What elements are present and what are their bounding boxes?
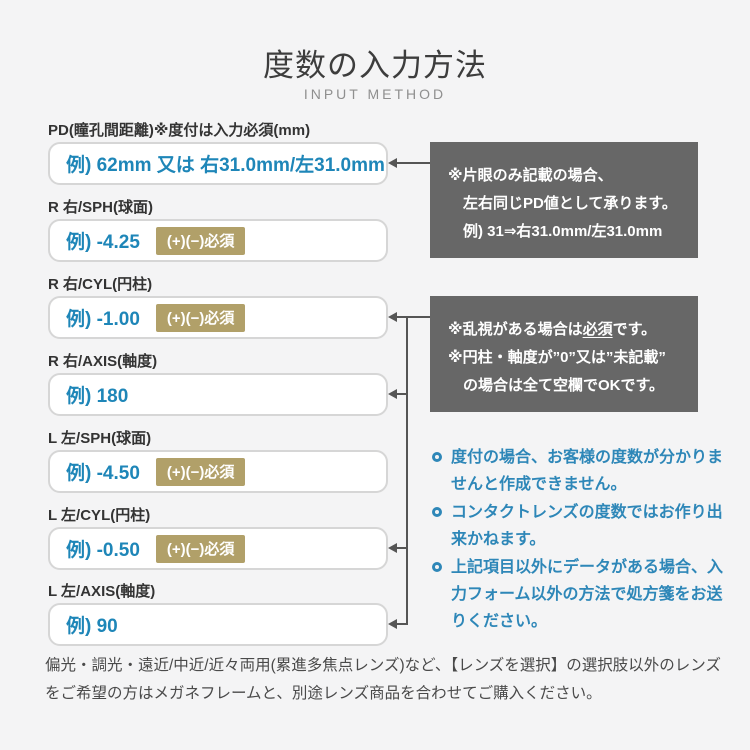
list-item: 上記項目以外にデータがある場合、入力フォーム以外の方法で処方箋をお送りください。 — [430, 554, 732, 635]
input-example-l-axis[interactable]: 例) 90 — [48, 603, 388, 646]
arrow-left-icon — [388, 312, 397, 322]
input-example-pd[interactable]: 例) 62mm 又は 右31.0mm/左31.0mm — [48, 142, 388, 185]
example-value: 例) 180 — [66, 386, 129, 407]
example-value: 例) -1.00 — [66, 309, 140, 330]
circle-bullet-icon — [432, 452, 442, 462]
input-example-l-sph[interactable]: 例) -4.50 (+)(−)必須 — [48, 450, 388, 493]
example-value: 例) 90 — [66, 616, 118, 637]
callout-line: ※円柱・軸度が”0”又は”未記載” — [448, 349, 666, 366]
field-label-r-cyl: R 右/CYL(円柱) — [48, 276, 153, 293]
callout-line: ※片眼のみ記載の場合、 — [448, 167, 613, 184]
connector-line-vertical — [406, 316, 408, 625]
input-example-l-cyl[interactable]: 例) -0.50 (+)(−)必須 — [48, 527, 388, 570]
callout-line: 左右同じPD値として承ります。 — [463, 195, 677, 212]
page-title: 度数の入力方法 — [263, 48, 487, 83]
note-text: コンタクトレンズの度数ではお作り出来かねます。 — [451, 504, 723, 548]
circle-bullet-icon — [432, 562, 442, 572]
notes-list: 度付の場合、お客様の度数が分かりませんと作成できません。 コンタクトレンズの度数… — [430, 444, 732, 636]
field-label-r-sph: R 右/SPH(球面) — [48, 199, 154, 216]
callout-pd-note: ※片眼のみ記載の場合、 左右同じPD値として承ります。 例) 31⇒右31.0m… — [430, 142, 698, 258]
page-subtitle: INPUT METHOD — [303, 86, 447, 102]
field-label-pd: PD(瞳孔間距離)※度付は入力必須(mm) — [48, 122, 311, 139]
example-value: 例) 62mm 又は 右31.0mm/左31.0mm — [66, 155, 385, 176]
callout-line: 例) 31⇒右31.0mm/左31.0mm — [463, 223, 663, 240]
arrow-left-icon — [388, 619, 397, 629]
connector-line-pd — [396, 162, 430, 164]
callout-cyl-note: ※乱視がある場合は必須です。 ※円柱・軸度が”0”又は”未記載” の場合は全て空… — [430, 296, 698, 412]
required-badge: (+)(−)必須 — [155, 457, 246, 486]
arrow-left-icon — [388, 389, 397, 399]
circle-bullet-icon — [432, 507, 442, 517]
input-example-r-sph[interactable]: 例) -4.25 (+)(−)必須 — [48, 219, 388, 262]
required-badge: (+)(−)必須 — [155, 534, 246, 563]
list-item: 度付の場合、お客様の度数が分かりませんと作成できません。 — [430, 444, 732, 498]
list-item: コンタクトレンズの度数ではお作り出来かねます。 — [430, 499, 732, 553]
field-label-l-axis: L 左/AXIS(軸度) — [48, 583, 156, 600]
field-label-l-sph: L 左/SPH(球面) — [48, 430, 152, 447]
connector-line-l-axis — [396, 623, 408, 625]
field-label-r-axis: R 右/AXIS(軸度) — [48, 353, 158, 370]
required-badge: (+)(−)必須 — [155, 226, 246, 255]
input-example-r-cyl[interactable]: 例) -1.00 (+)(−)必須 — [48, 296, 388, 339]
connector-line-l-cyl — [396, 547, 408, 549]
field-label-l-cyl: L 左/CYL(円柱) — [48, 507, 151, 524]
required-badge: (+)(−)必須 — [155, 303, 246, 332]
arrow-left-icon — [388, 158, 397, 168]
callout-line: の場合は全て空欄でOKです。 — [463, 377, 665, 394]
connector-line-r-cyl — [396, 316, 430, 318]
note-text: 上記項目以外にデータがある場合、入力フォーム以外の方法で処方箋をお送りください。 — [451, 559, 724, 630]
arrow-left-icon — [388, 543, 397, 553]
input-example-r-axis[interactable]: 例) 180 — [48, 373, 388, 416]
callout-line: ※乱視がある場合は必須です。 — [448, 321, 657, 338]
example-value: 例) -4.50 — [66, 463, 140, 484]
example-value: 例) -4.25 — [66, 232, 140, 253]
connector-line-r-axis — [396, 393, 408, 395]
footer-note: 偏光・調光・遠近/中近/近々両用(累進多焦点レンズ)など、【レンズを選択】の選択… — [45, 657, 721, 702]
example-value: 例) -0.50 — [66, 540, 140, 561]
note-text: 度付の場合、お客様の度数が分かりませんと作成できません。 — [451, 449, 724, 493]
